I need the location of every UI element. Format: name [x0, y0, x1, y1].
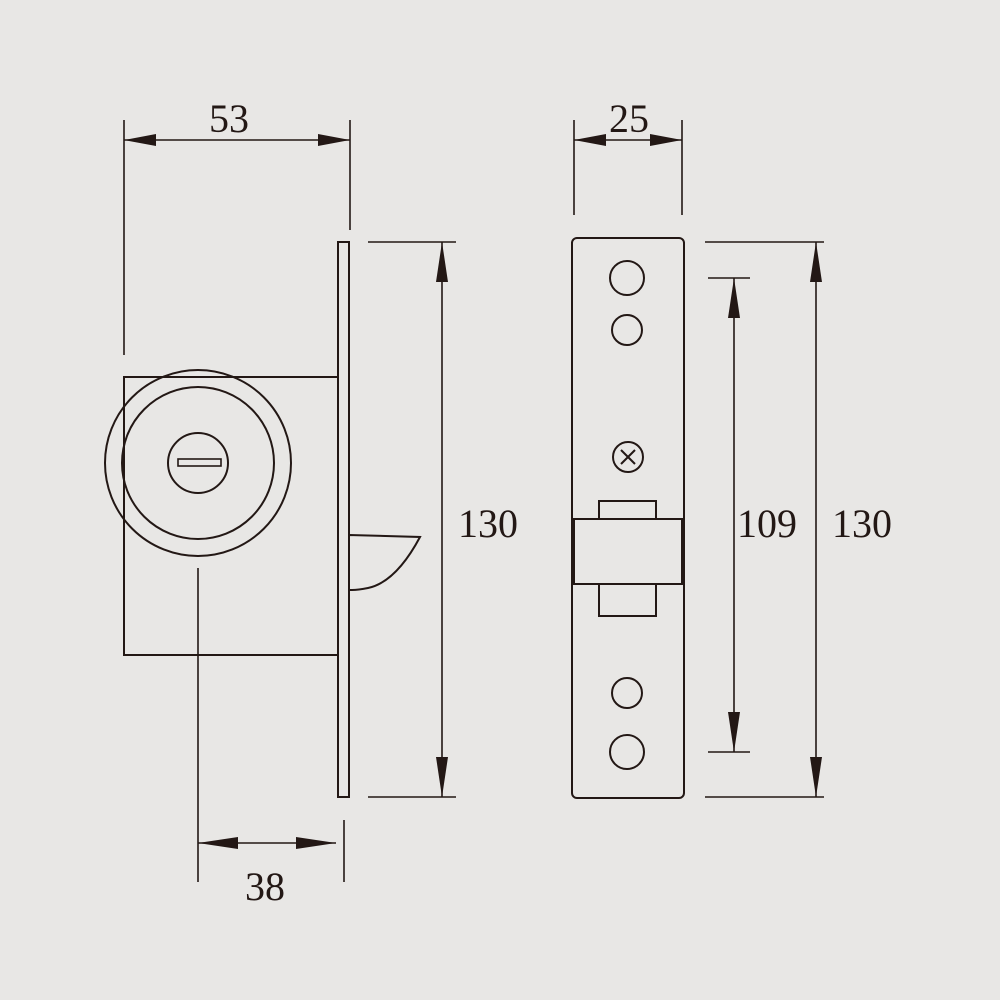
dimension-38-label: 38	[245, 864, 285, 909]
dimension-53: 53	[123, 96, 351, 355]
mounting-hole-top-2	[611, 314, 643, 346]
mounting-hole-bottom-1	[611, 677, 643, 709]
dimension-38: 38	[197, 568, 345, 909]
dimension-130-side-label: 130	[458, 501, 518, 546]
side-view: 53 130 38	[104, 96, 518, 909]
keyhole-slot-icon	[177, 458, 222, 467]
key-plug	[167, 432, 229, 494]
faceplate	[571, 237, 685, 799]
latch-guide-top	[598, 500, 657, 520]
side-faceplate	[337, 241, 350, 798]
mounting-hole-bottom-2	[609, 734, 645, 770]
dimension-109-label: 109	[737, 501, 797, 546]
phillips-screw-icon	[612, 441, 644, 473]
dimension-130-side: 130	[368, 241, 518, 798]
dimension-25: 25	[573, 96, 683, 215]
dimension-53-label: 53	[209, 96, 249, 141]
dimension-25-label: 25	[609, 96, 649, 141]
mounting-hole-top-1	[609, 260, 645, 296]
cylinder-outer-ring	[104, 369, 292, 557]
dimension-109: 109	[708, 277, 797, 753]
lock-body	[123, 376, 339, 656]
latch-guide-bottom	[598, 583, 657, 617]
latch-opening	[573, 518, 683, 585]
cylinder-inner-ring	[121, 386, 275, 540]
front-view: 25 109 130	[571, 96, 892, 799]
dimension-130-front-label: 130	[832, 501, 892, 546]
dimension-130-front: 130	[705, 241, 892, 798]
latch-bolt	[348, 533, 422, 591]
